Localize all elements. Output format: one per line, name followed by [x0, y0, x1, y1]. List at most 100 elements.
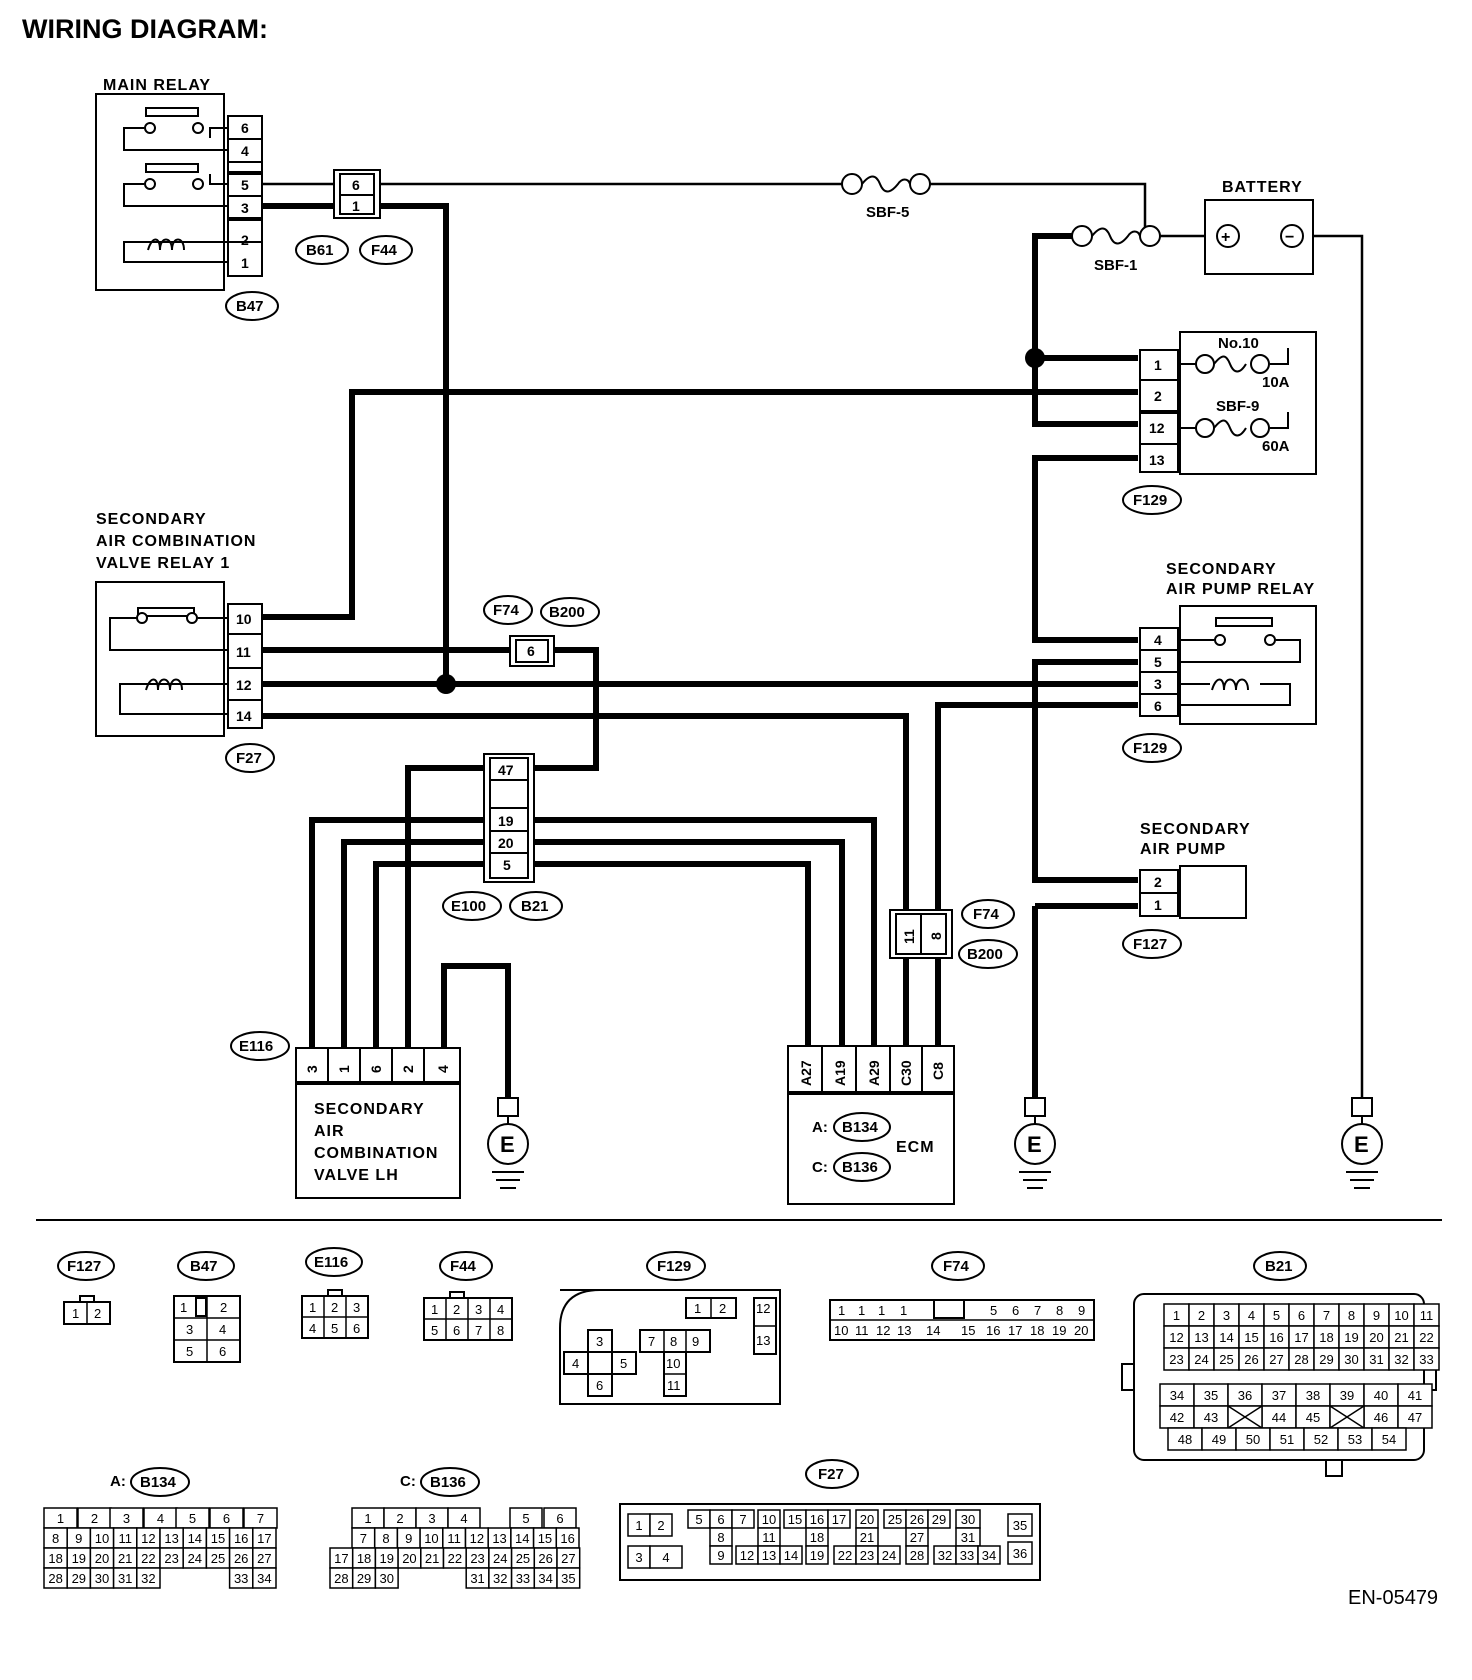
connector-pin-number: 34	[257, 1571, 271, 1586]
connector-pin-number: 52	[1314, 1432, 1328, 1447]
valve-label: VALVE LH	[314, 1167, 399, 1184]
mr-pin: 2	[241, 232, 249, 248]
connector-pin-number: 10	[1394, 1308, 1408, 1323]
connector-pin-number: 29	[1319, 1352, 1333, 1367]
valve-pin: 2	[400, 1065, 416, 1073]
pump-relay-label: SECONDARY	[1166, 561, 1277, 578]
svg-text:12: 12	[876, 1323, 890, 1338]
svg-text:19: 19	[1052, 1323, 1066, 1338]
connector-pin-number: 34	[538, 1571, 552, 1586]
svg-text:F74: F74	[943, 1258, 970, 1275]
connector-pin-number: 44	[1272, 1410, 1286, 1425]
blank-cell-mark	[1227, 1405, 1263, 1429]
connector-cell	[252, 1567, 277, 1589]
valve-lh: 3 1 6 2 4 SECONDARY AIR COMBINATION VALV…	[230, 1031, 461, 1199]
connector-cell	[1413, 1347, 1440, 1371]
svg-text:1: 1	[694, 1301, 701, 1316]
tag-b200	[540, 597, 600, 627]
connector-pin-number: 31	[470, 1571, 484, 1586]
connector-pin-number: 30	[95, 1571, 109, 1586]
valve-pin: 1	[336, 1065, 352, 1073]
fuse-box-f129: 1 2 12 13 No.10 10A SBF-9 60A F129	[1122, 331, 1317, 515]
tag-b200b	[958, 939, 1018, 969]
b61-pin: 6	[352, 177, 360, 193]
mr-pin: 5	[241, 177, 249, 193]
svg-text:E116: E116	[314, 1254, 348, 1271]
svg-text:2: 2	[220, 1300, 227, 1315]
svg-text:2: 2	[453, 1302, 460, 1317]
svg-text:3: 3	[596, 1334, 603, 1349]
connector-pin-number: 16	[810, 1512, 824, 1527]
tag-e116	[230, 1031, 290, 1061]
svg-text:11: 11	[667, 1378, 681, 1393]
connector-pin-number: 36	[1238, 1388, 1252, 1403]
connector-pin-number: 3	[428, 1511, 435, 1526]
connector-pin-number: 23	[860, 1548, 874, 1563]
tag-b200-text: B200	[549, 604, 585, 621]
connector-pin-number: 39	[1340, 1388, 1354, 1403]
svg-text:5: 5	[186, 1344, 193, 1359]
junction-node-fuse	[1025, 348, 1045, 368]
connector-pin-number: 17	[334, 1551, 348, 1566]
ground-icon: E	[487, 1097, 529, 1189]
svg-text:13: 13	[756, 1333, 770, 1348]
connector-pin-number: 21	[1394, 1330, 1408, 1345]
main-relay-pins: 6 4 5 3 2 1	[228, 120, 262, 271]
svg-text:8: 8	[497, 1323, 504, 1338]
connector-pin-number: 17	[1294, 1330, 1308, 1345]
connector-pin-number: 40	[1374, 1388, 1388, 1403]
svg-text:8: 8	[670, 1334, 677, 1349]
connector-pin-number: 23	[470, 1551, 484, 1566]
tag-f74-text: F74	[493, 602, 520, 619]
svg-text:E: E	[1354, 1132, 1369, 1157]
connector-pin-number: 20	[402, 1551, 416, 1566]
mr-pin: 1	[241, 255, 249, 271]
connector-pin-number: 16	[234, 1531, 248, 1546]
connector-pin-number: 21	[860, 1530, 874, 1545]
connector-cell	[977, 1545, 1001, 1565]
mr-pin: 3	[241, 200, 249, 216]
connector-pin-number: 4	[662, 1550, 669, 1565]
connector-pin-number: 33	[516, 1571, 530, 1586]
tag-b21	[509, 891, 563, 921]
tag-b61	[295, 235, 349, 265]
connector-pin-number: 31	[118, 1571, 132, 1586]
connector-pin-number: 24	[188, 1551, 202, 1566]
fuse-sbf5: SBF-5	[841, 173, 931, 221]
connector-pin-number: 29	[357, 1571, 371, 1586]
svg-text:A:: A:	[110, 1473, 126, 1490]
face-f127: F127 1 2	[57, 1251, 115, 1325]
face-b47: B47 1 2 3 4 5 6	[173, 1251, 241, 1363]
e100-pin: 47	[498, 762, 514, 778]
pump-pin: 2	[1154, 874, 1162, 890]
face-e116: E116 1 2 3 4 5 6	[301, 1247, 369, 1339]
connector-pin-number: 9	[405, 1531, 412, 1546]
connector-pin-number: 20	[1369, 1330, 1383, 1345]
sec-relay-1-label: AIR COMBINATION	[96, 533, 256, 550]
face-f44: F44 1 2 3 4 5 6 7 8	[423, 1251, 513, 1341]
connector-cell	[374, 1567, 399, 1589]
e100-pin: 19	[498, 813, 514, 829]
connector-pin-number: 24	[1194, 1352, 1208, 1367]
valve-label: COMBINATION	[314, 1145, 438, 1162]
valve-label: AIR	[314, 1123, 345, 1140]
svg-text:4: 4	[309, 1321, 316, 1336]
wire-sbf1-fusebox	[1032, 233, 1138, 427]
tag-b136	[833, 1152, 891, 1182]
connector-pin-number: 23	[1169, 1352, 1183, 1367]
connector-pin-number: 3	[635, 1550, 642, 1565]
svg-text:F27: F27	[818, 1466, 844, 1483]
wire-fuse13-pump4	[1032, 455, 1138, 643]
ground-icon: E	[1341, 1097, 1383, 1189]
connector-pin-number: 13	[1194, 1330, 1208, 1345]
valve-pin: 4	[435, 1065, 451, 1073]
connector-pin-number: 11	[1420, 1308, 1434, 1323]
connector-pin-number: 35	[1013, 1518, 1027, 1533]
connector-pin-number: 15	[788, 1512, 802, 1527]
connector-pin-number: 27	[561, 1551, 575, 1566]
